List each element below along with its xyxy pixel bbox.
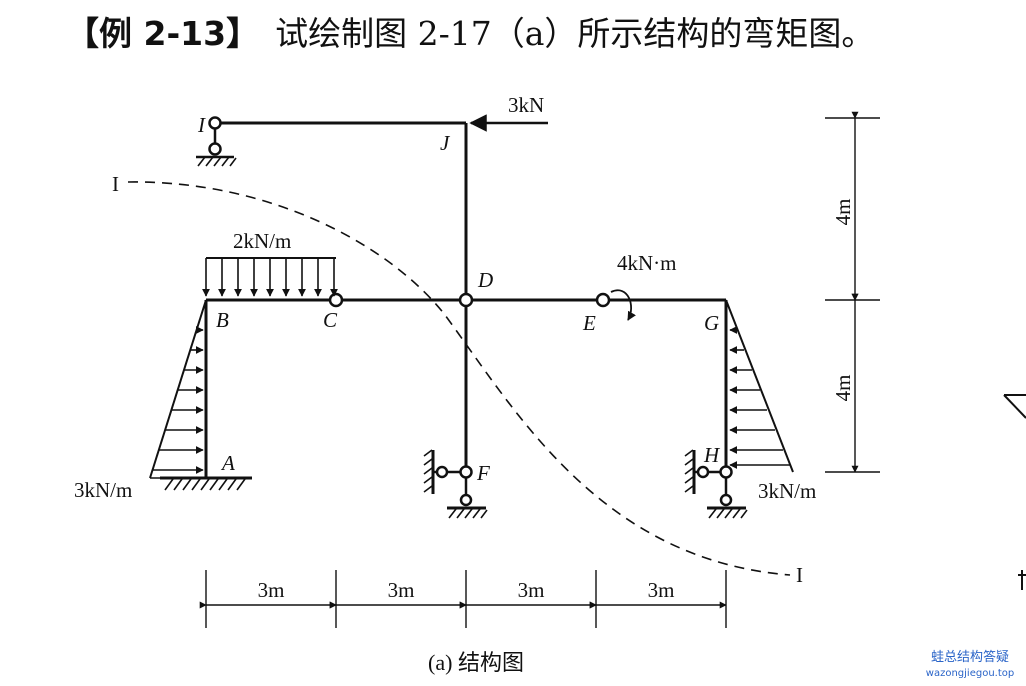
triangular-load-GH xyxy=(725,299,794,473)
distributed-load-BC xyxy=(202,257,338,297)
support-H xyxy=(684,449,748,519)
section-marker-left: I xyxy=(112,172,119,196)
node-label-H: H xyxy=(703,443,721,467)
figure-caption: (a) 结构图 xyxy=(428,650,524,675)
vertical-dimensions xyxy=(825,111,880,473)
fixed-support-A xyxy=(160,476,252,491)
dimension-span-1: 3m xyxy=(258,578,285,602)
node-label-E: E xyxy=(582,311,596,335)
hinge-D xyxy=(458,292,474,308)
problem-title: 【例 2-13】试绘制图 2-17（a）所示结构的弯矩图。 xyxy=(66,8,1026,60)
point-force-label: 3kN xyxy=(508,93,544,117)
dimension-span-3: 3m xyxy=(518,578,545,602)
node-label-B: B xyxy=(216,308,229,332)
node-label-I: I xyxy=(197,113,206,137)
dimension-span-2: 3m xyxy=(388,578,415,602)
triangular-load-left-label: 3kN/m xyxy=(74,478,132,502)
section-line-I-I xyxy=(127,181,791,576)
watermark-name: 蛙总结构答疑 xyxy=(930,650,1009,665)
node-label-J: J xyxy=(440,131,451,155)
node-label-G: G xyxy=(704,311,719,335)
support-F xyxy=(423,449,488,519)
horizontal-dimensions xyxy=(199,570,727,628)
node-label-F: F xyxy=(476,461,490,485)
node-label-D: D xyxy=(477,268,493,292)
dimension-bottom-height: 4m xyxy=(831,375,855,402)
node-label-A: A xyxy=(220,451,235,475)
watermark: 蛙总结构答疑 wazongjiegou.top xyxy=(922,650,1018,682)
dimension-span-4: 3m xyxy=(648,578,675,602)
section-marker-right: I xyxy=(796,563,803,587)
moment-arrow xyxy=(610,289,636,321)
node-label-C: C xyxy=(323,308,338,332)
hinge-C xyxy=(328,292,344,308)
support-I xyxy=(196,116,237,167)
watermark-url: wazongjiegou.top xyxy=(925,668,1015,679)
moment-label: 4kN·m xyxy=(617,251,677,275)
problem-statement: 试绘制图 2-17（a）所示结构的弯矩图。 xyxy=(275,14,875,53)
triangular-load-right-label: 3kN/m xyxy=(758,479,816,503)
triangular-load-AB xyxy=(149,299,207,479)
distributed-load-label: 2kN/m xyxy=(233,229,291,253)
adjacent-figure-fragment xyxy=(1003,394,1026,590)
hinge-E xyxy=(595,292,611,308)
example-tag: 【例 2-13】 xyxy=(66,14,260,53)
dimension-top-height: 4m xyxy=(831,199,855,226)
